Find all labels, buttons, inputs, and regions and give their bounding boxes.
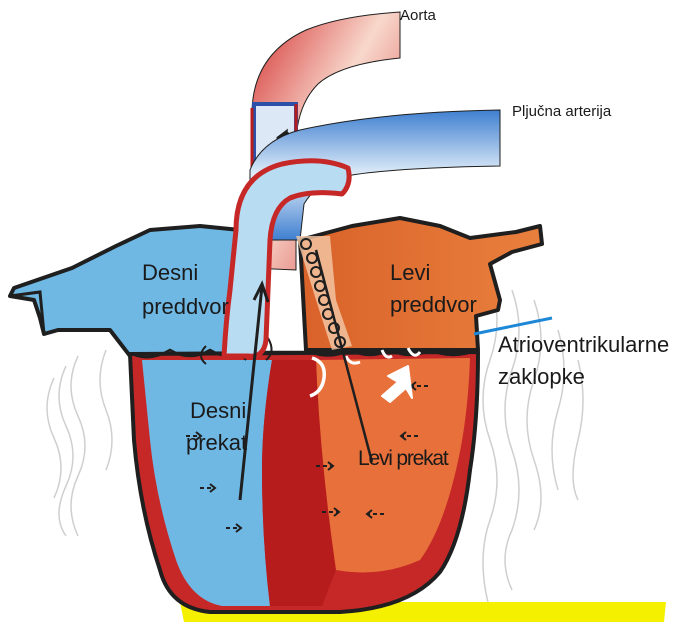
label-right-atrium-line1: Desni: [142, 262, 198, 284]
left-motion-lines: [47, 350, 112, 536]
right-atrium-shape: [10, 226, 250, 356]
label-left-ventricle: Levi prekat: [358, 448, 448, 469]
label-pulmonary-artery: Pljučna arterija: [512, 104, 611, 119]
label-right-atrium-line2: preddvor: [142, 296, 229, 318]
label-aorta: Aorta: [400, 8, 436, 23]
label-right-ventricle-line1: Desni: [190, 400, 246, 422]
label-right-ventricle-line2: prekat: [186, 432, 247, 454]
label-left-atrium-line1: Levi: [390, 262, 430, 284]
label-av-valves-line2: zaklopke: [498, 366, 585, 388]
label-av-valves-line1: Atrioventrikularne: [498, 334, 669, 356]
label-left-atrium-line2: preddvor: [390, 294, 477, 316]
